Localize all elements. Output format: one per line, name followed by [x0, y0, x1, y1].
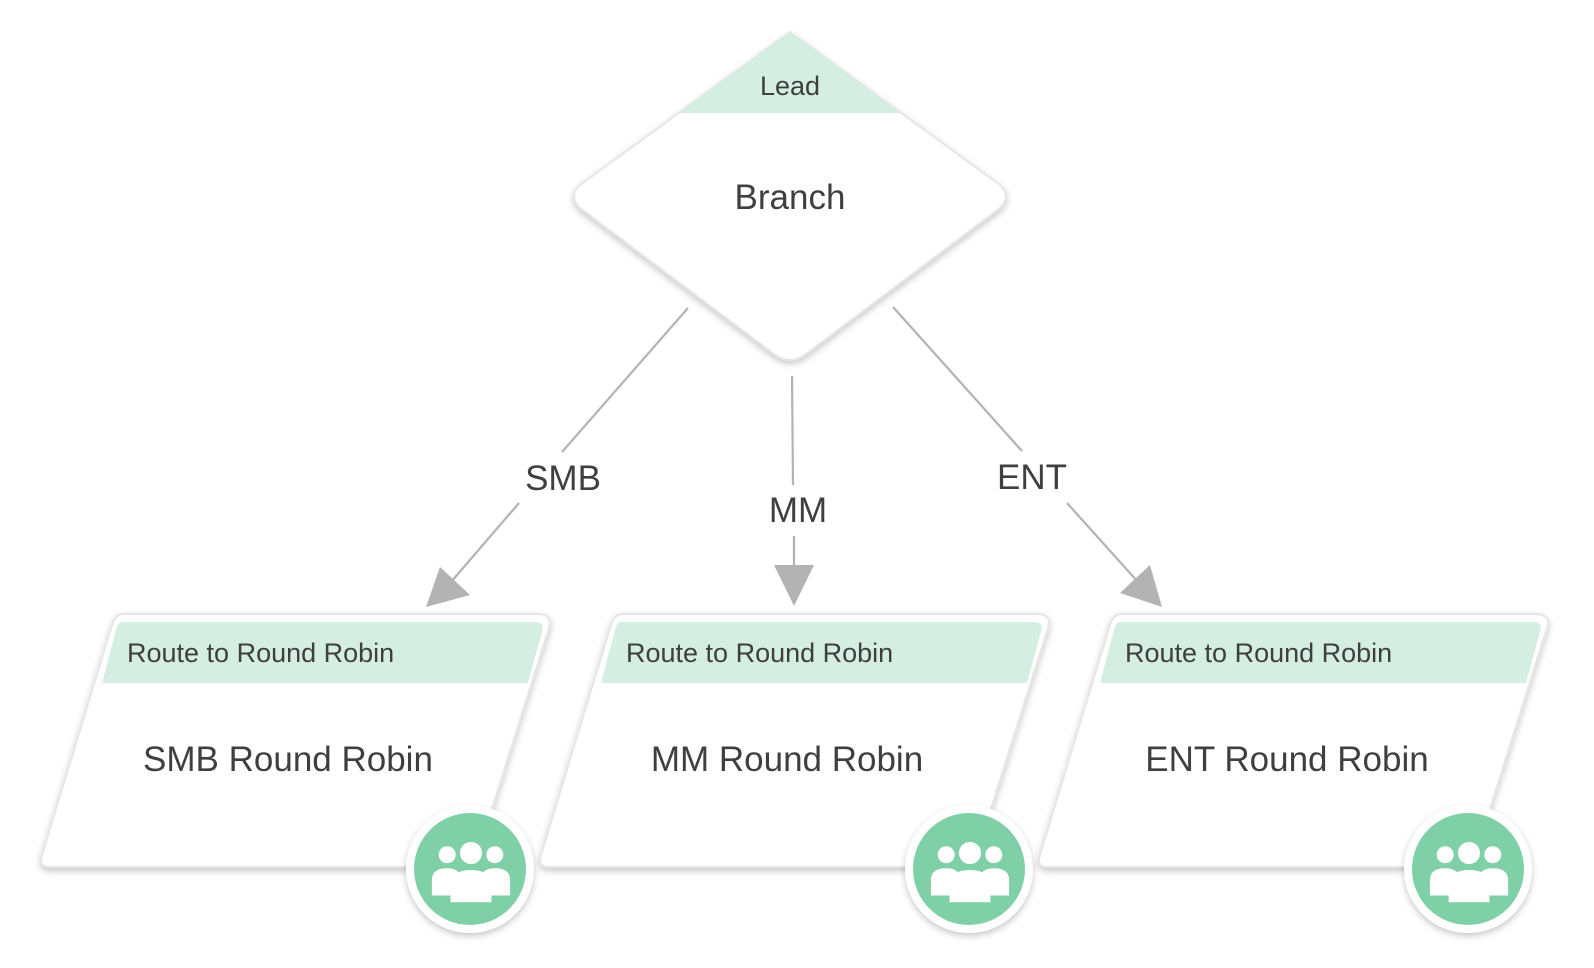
- edge-smb[interactable]: SMB: [426, 307, 689, 607]
- edge-mm[interactable]: MM: [769, 375, 827, 606]
- node-mm-round-robin[interactable]: Route to Round Robin MM Round Robin: [539, 613, 1050, 933]
- node-smb-round-robin[interactable]: Route to Round Robin SMB Round Robin: [40, 613, 551, 933]
- branch-title: Branch: [735, 178, 846, 217]
- edge-line-ent-lower: [1066, 502, 1139, 583]
- round-robin-badge[interactable]: [905, 805, 1033, 933]
- arrowhead-smb: [426, 567, 470, 607]
- edge-line-smb-lower: [450, 502, 520, 583]
- edge-label-smb: SMB: [525, 459, 601, 498]
- branch-node[interactable]: Lead Branch: [560, 30, 1020, 361]
- node-header-band: [601, 622, 1042, 683]
- arrowhead-ent: [1120, 565, 1162, 607]
- node-header-label: Route to Round Robin: [1125, 638, 1392, 668]
- edge-line-ent-upper: [892, 306, 1023, 452]
- node-ent-round-robin[interactable]: Route to Round Robin ENT Round Robin: [1038, 613, 1549, 933]
- node-title: MM Round Robin: [651, 740, 923, 779]
- edge-line-mm-upper: [790, 375, 795, 486]
- node-header-label: Route to Round Robin: [127, 638, 394, 668]
- node-header-band: [1100, 622, 1541, 683]
- branch-diamond: [573, 30, 1007, 361]
- arrowhead-mm: [774, 565, 814, 606]
- edge-label-mm: MM: [769, 491, 827, 530]
- node-header-band: [102, 622, 543, 683]
- round-robin-badge[interactable]: [1404, 805, 1532, 933]
- group-icon: [930, 841, 1010, 903]
- branch-header-label: Lead: [760, 71, 820, 101]
- group-icon: [431, 841, 511, 903]
- round-robin-badge[interactable]: [406, 805, 534, 933]
- badge-circle: [414, 813, 526, 925]
- node-title: ENT Round Robin: [1145, 740, 1428, 779]
- edge-ent[interactable]: ENT: [892, 306, 1162, 607]
- node-title: SMB Round Robin: [143, 740, 433, 779]
- badge-circle: [1412, 813, 1524, 925]
- group-icon: [1429, 841, 1509, 903]
- edge-line-smb-upper: [561, 307, 689, 453]
- edge-label-ent: ENT: [997, 458, 1067, 497]
- badge-circle: [913, 813, 1025, 925]
- node-header-label: Route to Round Robin: [626, 638, 893, 668]
